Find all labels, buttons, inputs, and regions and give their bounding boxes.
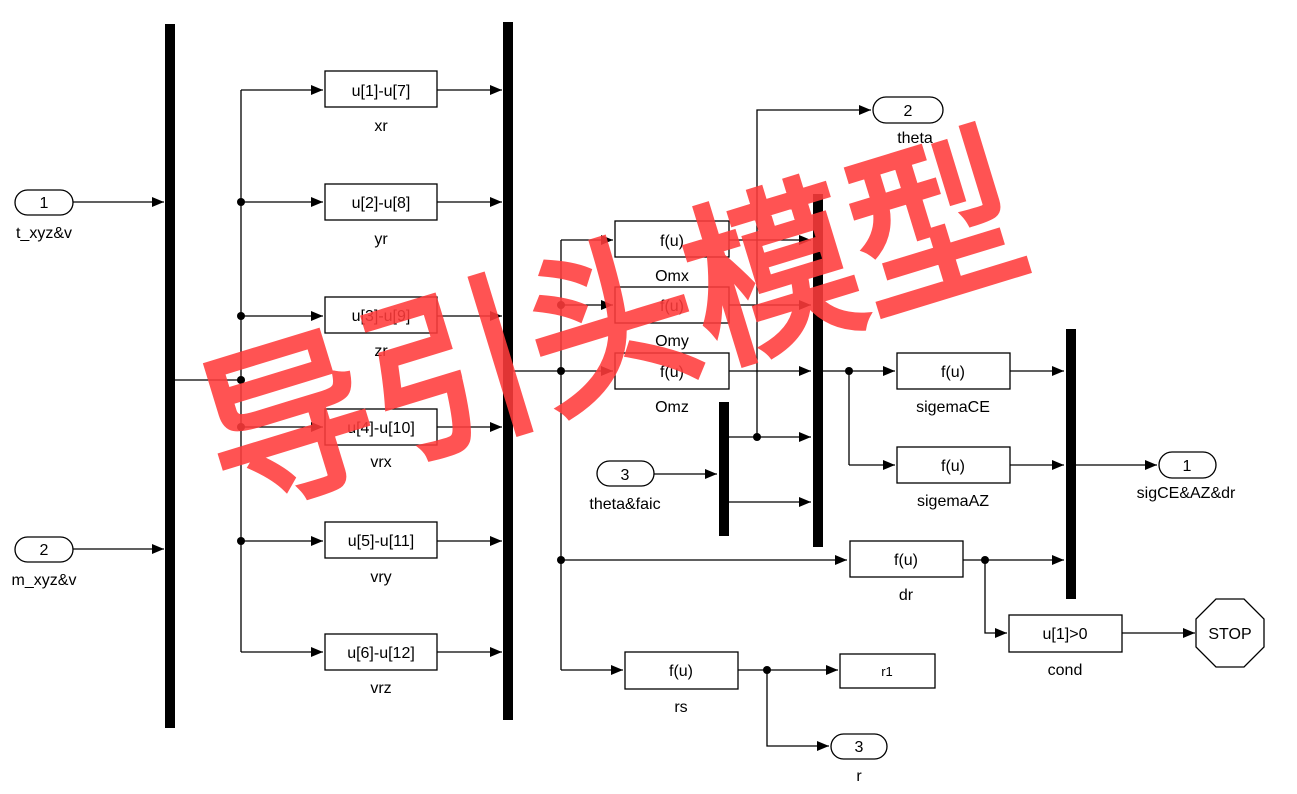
fcn-block-expr: u[5]-u[11]: [348, 533, 414, 550]
fcn-block-expr: u[1]-u[7]: [352, 83, 411, 100]
fcn-block-expr: u[4]-u[10]: [347, 420, 415, 437]
fcn-block-rs[interactable]: f(u): [624, 651, 739, 690]
fcn-block-sigemaaz[interactable]: f(u): [896, 446, 1011, 484]
fcn-block-expr: f(u): [660, 233, 684, 250]
inport-1-label: t_xyz&v: [16, 225, 72, 242]
signal-lines: [73, 85, 1195, 751]
goto-block-tag: r1: [881, 664, 893, 679]
demux-theta-bar[interactable]: [719, 402, 729, 536]
fcn-block-zr[interactable]: u[3]-u[9]: [324, 296, 438, 334]
inport-2[interactable]: 2: [14, 536, 74, 563]
fcn-block-expr: u[2]-u[8]: [352, 195, 411, 212]
fcn-block-name: zr: [374, 343, 388, 360]
inport-3-label: theta&faic: [589, 496, 660, 513]
stop-block[interactable]: STOP: [1195, 598, 1265, 668]
outport-sig-label: sigCE&AZ&dr: [1137, 485, 1236, 502]
mux-output-bar[interactable]: [1066, 329, 1076, 599]
inport-1-number: 1: [40, 195, 49, 212]
fcn-block-name: Omx: [655, 268, 689, 285]
fcn-block-expr: f(u): [894, 552, 918, 569]
outport-theta-number: 2: [904, 103, 913, 120]
mux-input-bar[interactable]: [165, 24, 175, 728]
fcn-block-name: rs: [674, 699, 687, 716]
compare-block-name: cond: [1048, 662, 1083, 679]
fcn-block-expr: f(u): [669, 663, 693, 680]
outport-theta[interactable]: 2: [872, 96, 944, 124]
inport-2-number: 2: [40, 542, 49, 559]
fcn-block-name: yr: [374, 231, 388, 248]
fcn-block-vry[interactable]: u[5]-u[11]: [324, 521, 438, 559]
fcn-block-expr: f(u): [941, 364, 965, 381]
stop-block-label: STOP: [1208, 626, 1251, 643]
inport-3[interactable]: 3: [596, 460, 655, 487]
inport-3-number: 3: [621, 467, 630, 484]
fcn-block-vrz[interactable]: u[6]-u[12]: [324, 633, 438, 671]
fcn-block-expr: f(u): [660, 364, 684, 381]
fcn-block-omz[interactable]: f(u): [614, 352, 730, 390]
fcn-block-sigemace[interactable]: f(u): [896, 352, 1011, 390]
fcn-block-name: vrx: [370, 454, 391, 471]
outport-r-label: r: [856, 768, 862, 785]
fcn-block-omx[interactable]: f(u): [614, 220, 730, 258]
branch-points: [237, 198, 989, 674]
fcn-block-name: sigemaAZ: [917, 493, 989, 510]
fcn-block-omy[interactable]: f(u): [614, 286, 730, 324]
inport-2-label: m_xyz&v: [12, 572, 77, 589]
fcn-block-vrx[interactable]: u[4]-u[10]: [324, 408, 438, 446]
fcn-block-expr: f(u): [941, 458, 965, 475]
outport-sig[interactable]: 1: [1158, 451, 1217, 479]
compare-block-cond[interactable]: u[1]>0: [1008, 614, 1123, 653]
outport-theta-label: theta: [897, 130, 933, 147]
outport-r-number: 3: [855, 739, 864, 756]
fcn-block-xr[interactable]: u[1]-u[7]: [324, 70, 438, 108]
mux-omega-bar[interactable]: [813, 194, 823, 547]
outport-r[interactable]: 3: [830, 733, 888, 760]
fcn-block-yr[interactable]: u[2]-u[8]: [324, 183, 438, 221]
goto-block-r1[interactable]: r1: [839, 653, 936, 689]
inport-1[interactable]: 1: [14, 189, 74, 216]
compare-block-expr: u[1]>0: [1043, 626, 1088, 643]
demux-bar[interactable]: [503, 22, 513, 720]
fcn-block-name: vrz: [370, 680, 391, 697]
fcn-block-dr[interactable]: f(u): [849, 540, 964, 578]
fcn-block-name: Omy: [655, 333, 689, 350]
fcn-block-name: xr: [374, 118, 388, 135]
fcn-block-expr: u[6]-u[12]: [347, 645, 415, 662]
fcn-block-expr: f(u): [660, 298, 684, 315]
fcn-block-expr: u[3]-u[9]: [352, 308, 411, 325]
fcn-block-name: Omz: [655, 399, 689, 416]
fcn-block-name: vry: [370, 569, 391, 586]
fcn-block-name: sigemaCE: [916, 399, 990, 416]
fcn-block-name: dr: [899, 587, 914, 604]
outport-sig-number: 1: [1183, 458, 1192, 475]
